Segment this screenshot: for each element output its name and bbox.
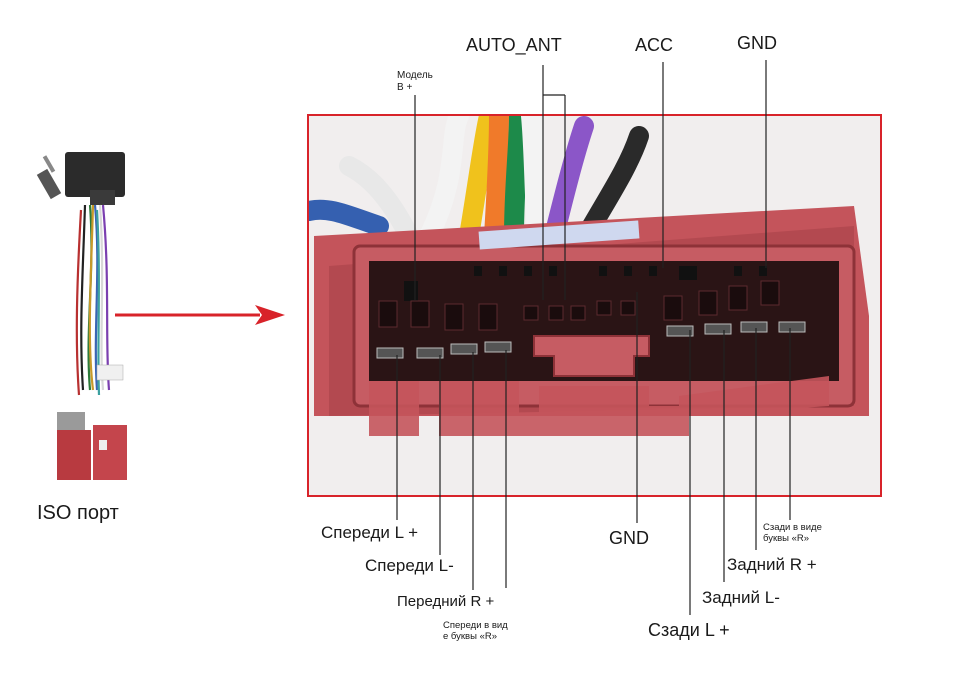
label-model-b-plus: Модель B + xyxy=(397,70,433,93)
label-front-r-minus: Спереди в вид е буквы «R» xyxy=(443,620,508,642)
label-rear-r-plus: Задний R + xyxy=(727,555,817,574)
label-front-l-minus: Спереди L- xyxy=(365,556,454,575)
wiring-harness-image xyxy=(36,152,127,480)
label-rear-l-plus: Сзади L + xyxy=(648,620,730,640)
label-auto-ant: AUTO_ANT xyxy=(466,35,562,55)
label-rear-r-minus: Сзади в виде буквы «R» xyxy=(763,522,822,544)
label-gnd-top: GND xyxy=(737,33,777,53)
direction-arrow xyxy=(115,305,285,325)
label-iso-port: ISO порт xyxy=(37,502,119,524)
connector-photo xyxy=(309,116,869,436)
label-front-l-plus: Спереди L + xyxy=(321,523,419,542)
label-acc: ACC xyxy=(635,35,674,55)
label-gnd-bottom: GND xyxy=(609,528,649,548)
label-front-r-plus: Передний R + xyxy=(397,593,495,610)
label-rear-l-minus: Задний L- xyxy=(702,588,780,607)
connector-photo-frame xyxy=(307,114,882,497)
